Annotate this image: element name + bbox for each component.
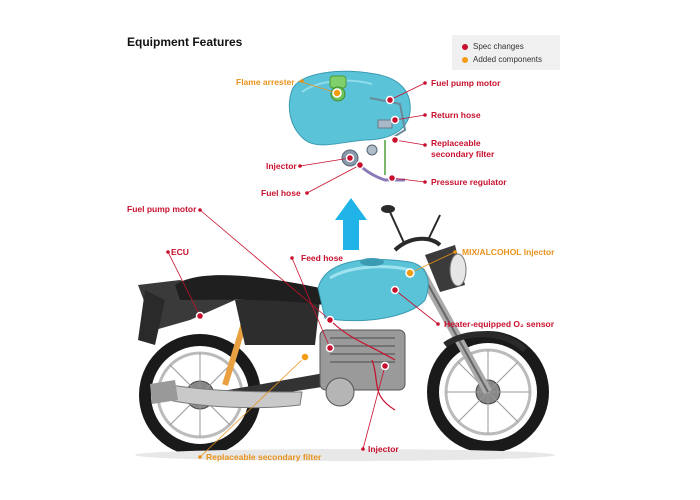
- label-replaceable-secondary-filter-top-1: Replaceable: [431, 138, 481, 148]
- leader-lines: [167, 80, 456, 458]
- label-replaceable-secondary-filter-top-2: secondary filter: [431, 149, 495, 159]
- label-feed-hose: Feed hose: [301, 253, 344, 263]
- orange-marker: [300, 88, 415, 362]
- label-injector-bike: Injector: [368, 444, 399, 454]
- label-fuel-hose: Fuel hose: [261, 188, 301, 198]
- label-replaceable-secondary-filter-bike: Replaceable secondary filter: [206, 452, 322, 462]
- label-ecu: ECU: [171, 247, 189, 257]
- red-dot-icon: [462, 43, 468, 50]
- red-marker: [195, 95, 400, 371]
- label-fuel-pump-motor-bike: Fuel pump motor: [127, 204, 197, 214]
- legend: Spec changes Added components: [452, 35, 560, 70]
- label-fuel-pump-motor-top: Fuel pump motor: [431, 78, 501, 88]
- markers: [166, 79, 457, 459]
- page-title: Equipment Features: [127, 35, 243, 49]
- legend-spec-changes: Spec changes: [462, 42, 524, 51]
- label-return-hose: Return hose: [431, 110, 481, 120]
- orange-dot-icon: [462, 56, 468, 63]
- motorcycle-illustration: [135, 205, 555, 461]
- up-arrow-icon: [335, 198, 367, 250]
- label-pressure-regulator: Pressure regulator: [431, 177, 507, 187]
- label-injector-top: Injector: [266, 161, 297, 171]
- label-flame-arrester: Flame arrester: [236, 77, 295, 87]
- legend-added-components: Added components: [462, 55, 542, 64]
- label-mix-alcohol-injector: MIX/ALCOHOL Injector: [462, 247, 555, 257]
- fuel-tank-assembly: [288, 70, 411, 182]
- label-heater-o2-sensor: Heater-equipped O₂ sensor: [444, 319, 555, 329]
